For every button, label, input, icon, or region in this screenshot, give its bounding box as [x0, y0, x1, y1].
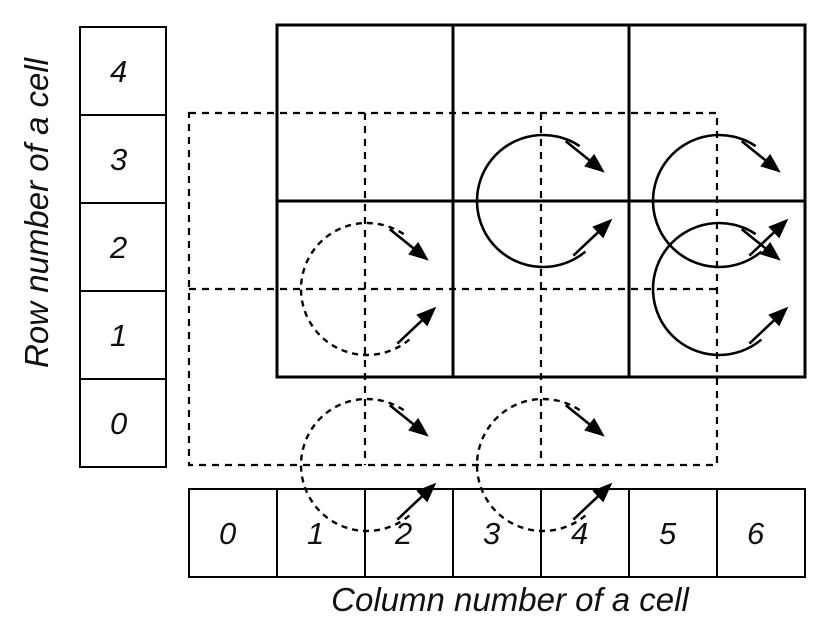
- row-index-cell: [79, 290, 167, 380]
- rotation-arrowhead-top: [740, 228, 781, 261]
- row-index-label: 4: [110, 54, 127, 89]
- rotation-arc: [299, 221, 411, 357]
- column-index-label: 1: [307, 516, 324, 551]
- rotation-arrowhead-top: [388, 228, 429, 261]
- column-index-cell: [716, 488, 806, 578]
- rotation-arc: [651, 221, 763, 357]
- column-axis-label: Column number of a cell: [331, 581, 690, 618]
- rotation-arrowhead-bottom: [748, 306, 789, 345]
- column-index-label: 5: [659, 516, 677, 551]
- column-index-label: 3: [483, 516, 500, 551]
- row-index-cell: [79, 114, 167, 204]
- rotation-arc: [651, 133, 763, 269]
- column-index-label: 4: [571, 516, 588, 551]
- rotation-arrowhead-bottom: [396, 482, 437, 521]
- rotation-arrowhead-top: [564, 140, 605, 173]
- column-index-label: 6: [747, 516, 765, 551]
- column-index-cell: [364, 488, 454, 578]
- row-index-column: 4 3 2 1 0: [79, 26, 167, 468]
- rotation-arrowhead-top: [564, 404, 605, 437]
- row-index-label: 1: [110, 318, 127, 353]
- dashed-rotation-arrows: [299, 221, 613, 533]
- rotation-arrowhead-bottom: [572, 218, 613, 257]
- column-index-cell: [540, 488, 630, 578]
- solid-rotation-arrows: [475, 133, 789, 357]
- row-index-label: 0: [110, 406, 127, 441]
- rotation-arc: [475, 133, 587, 269]
- rotation-arrowhead-bottom: [572, 482, 613, 521]
- column-index-cell: [276, 488, 366, 578]
- column-index-row: 0 1 2 3 4 5 6: [188, 488, 806, 578]
- row-index-cell: [79, 378, 167, 468]
- rotation-arrowhead-bottom: [396, 306, 437, 345]
- row-index-label: 2: [109, 230, 127, 265]
- rotation-arrowhead-top: [740, 140, 781, 173]
- row-index-cell: [79, 26, 167, 116]
- column-index-label: 0: [219, 516, 236, 551]
- row-index-label: 3: [110, 142, 127, 177]
- column-index-cell: [188, 488, 278, 578]
- column-index-label: 2: [394, 516, 412, 551]
- rotation-arrowhead-bottom: [748, 218, 789, 257]
- rotation-arc: [299, 397, 411, 533]
- column-index-cell: [452, 488, 542, 578]
- row-axis-label: Row number of a cell: [18, 56, 55, 368]
- solid-cell-grid: [275, 23, 807, 379]
- rotation-arrowhead-top: [388, 404, 429, 437]
- rotation-arc: [475, 397, 587, 533]
